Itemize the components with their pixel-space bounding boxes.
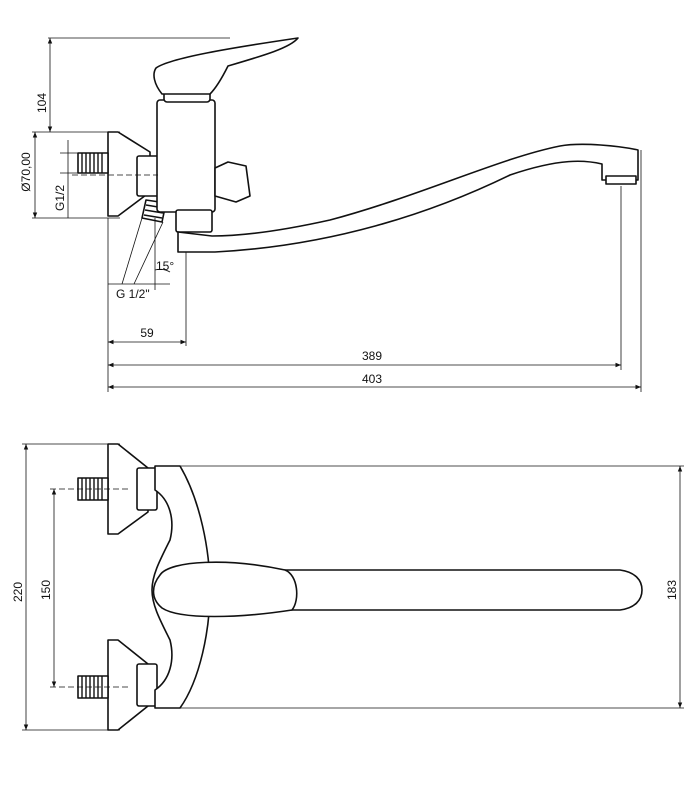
dim-389: 389 — [108, 186, 622, 370]
dim-403-label: 403 — [362, 372, 382, 386]
top-spout — [279, 569, 643, 611]
dim-403: 403 — [108, 150, 642, 392]
dim-389-label: 389 — [362, 349, 382, 363]
dim-183-label: 183 — [665, 580, 679, 600]
dim-inlet-thread: G1/2 — [53, 140, 80, 218]
dim-150: 150 — [39, 488, 128, 688]
dim-flange-dia-label: Ø70,00 — [19, 152, 33, 192]
dim-220-label: 220 — [11, 582, 25, 602]
side-spout — [177, 143, 639, 253]
dim-59-label: 59 — [140, 326, 154, 340]
dim-flange-dia: Ø70,00 — [19, 132, 120, 219]
top-nut-lower — [136, 663, 158, 707]
side-spout-nut — [175, 209, 213, 233]
side-diverter-knob — [214, 161, 251, 203]
top-lever-handle — [152, 561, 298, 618]
dim-outlet-thread-label: G 1/2" — [116, 287, 150, 301]
dim-59: 59 — [107, 218, 187, 392]
dim-angle: 15° — [133, 218, 174, 290]
dim-220: 220 — [11, 443, 120, 731]
side-view: 104 Ø70,00 G1/2 15° G 1/2" — [19, 37, 642, 392]
side-lever-handle — [153, 37, 299, 95]
dim-183: 183 — [180, 465, 684, 709]
dim-104-label: 104 — [35, 93, 49, 113]
side-body — [156, 99, 216, 213]
side-connector-nut — [136, 155, 160, 197]
top-nut-upper — [136, 467, 158, 511]
dim-angle-label: 15° — [156, 259, 174, 273]
side-inlet-thread — [77, 152, 109, 174]
dim-inlet-thread-label: G1/2 — [53, 185, 67, 211]
dim-outlet-thread: G 1/2" — [108, 217, 170, 301]
side-aerator — [605, 175, 637, 185]
top-view: 220 150 183 — [11, 443, 684, 731]
dim-104: 104 — [32, 37, 230, 133]
dim-150-label: 150 — [39, 580, 53, 600]
